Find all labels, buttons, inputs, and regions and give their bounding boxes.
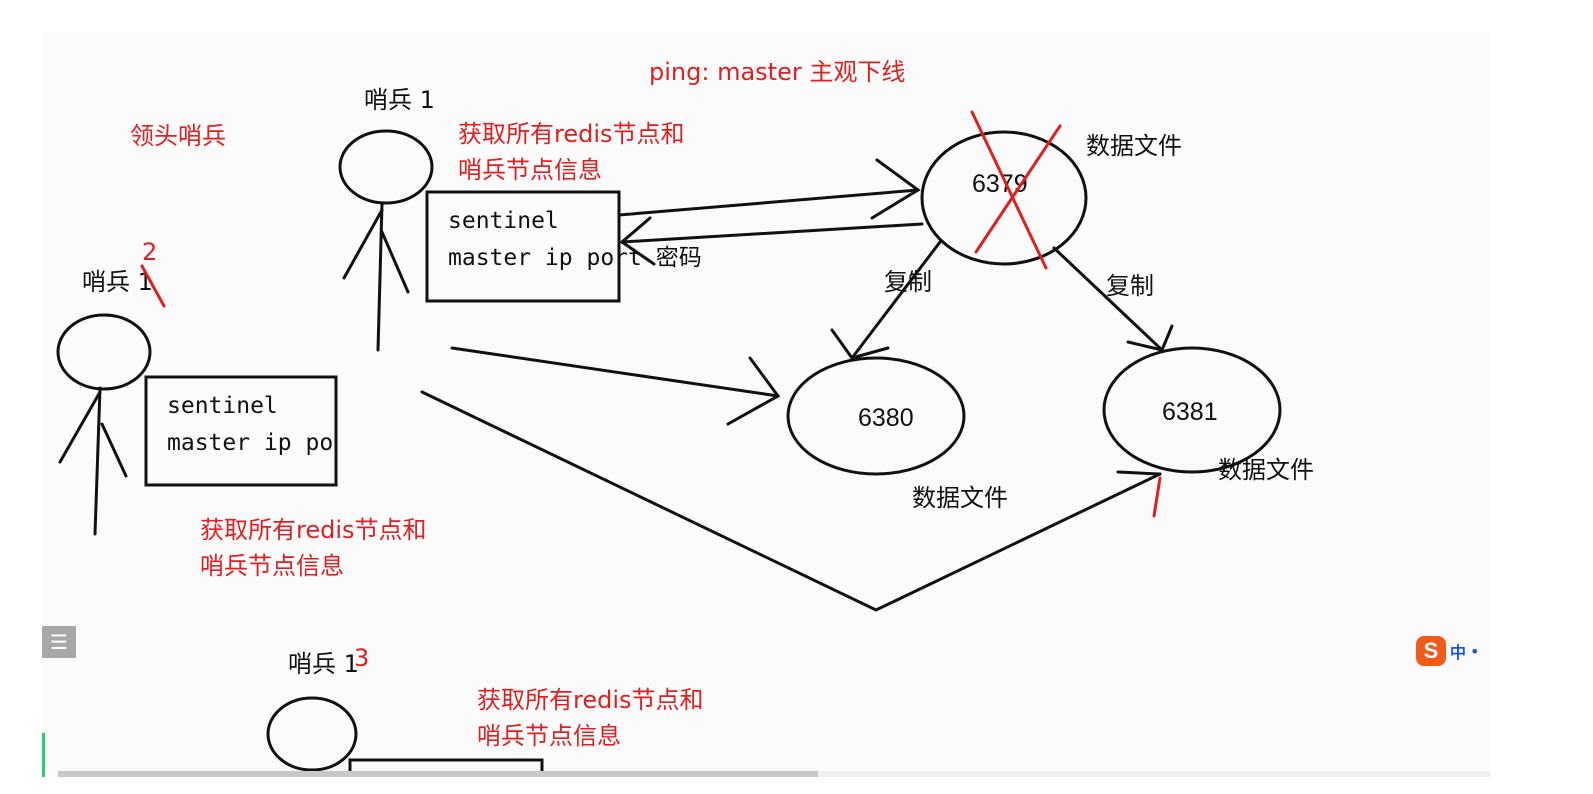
sentinel-left-head — [56, 313, 152, 391]
sentinel-left-box-line2: master ip po — [167, 430, 333, 456]
outline-toggle-button[interactable]: ☰ — [42, 626, 76, 658]
sentinel-top-config-box — [425, 190, 621, 303]
red-mark-6381 — [1152, 476, 1162, 518]
slave-6380-label: 6380 — [858, 404, 914, 432]
sentinel-left-label: 哨兵 1 — [82, 268, 153, 296]
slave-6381-label: 6381 — [1162, 398, 1218, 426]
arrowhead-to-master — [870, 158, 921, 220]
fetch-info-top-line1: 获取所有redis节点和 — [458, 120, 685, 148]
sentinel-left-arm-left — [58, 390, 102, 464]
data-file-master: 数据文件 — [1086, 132, 1182, 160]
sentinel-top-arm-right — [380, 230, 410, 294]
arrow-sentinel-to-6381 — [420, 390, 1162, 612]
ime-language-toggle[interactable]: 中 — [1450, 643, 1467, 662]
sentinel-top-label: 哨兵 1 — [364, 86, 435, 114]
slave-6380-circle — [786, 356, 966, 476]
diagram: 领头哨兵 ping: master 主观下线 哨兵 1 获取所有redis节点和… — [56, 58, 1314, 777]
replicate-label-right: 复制 — [1106, 272, 1154, 300]
master-node: 6379 — [920, 110, 1088, 270]
sogou-ime-icon[interactable]: S — [1416, 636, 1446, 666]
sentinel-left-figure: 哨兵 1 2 — [56, 238, 166, 536]
slave-6381-circle — [1102, 346, 1282, 474]
replicate-arrow-6381 — [1052, 246, 1164, 352]
sentinel-bottom-number: 3 — [354, 644, 369, 672]
sentinel-top-box-line1: sentinel — [448, 208, 559, 234]
sentinel-left-number: 2 — [142, 238, 157, 266]
data-file-6381: 数据文件 — [1218, 456, 1314, 484]
sentinel-left-body — [93, 386, 102, 536]
sentinel-top-figure: 哨兵 1 — [338, 86, 435, 352]
sentinel-top-box-line2: master ip port 密码 — [448, 245, 702, 271]
master-node-circle — [920, 130, 1088, 266]
sentinel-top-body — [376, 202, 384, 352]
master-down-cross-a — [970, 110, 1048, 270]
replicate-label-left: 复制 — [884, 268, 932, 296]
data-file-6380: 数据文件 — [912, 484, 1008, 512]
sentinel-top-head — [338, 129, 434, 205]
replicate-arrow-6380 — [850, 240, 942, 360]
arrowhead-to-6381 — [1116, 470, 1162, 476]
sentinel-bottom-label: 哨兵 1 — [288, 650, 359, 678]
fetch-info-top-line2: 哨兵节点信息 — [458, 156, 602, 184]
fetch-info-bottom-line2: 哨兵节点信息 — [477, 722, 621, 750]
replicate-arrowhead-6380 — [830, 328, 890, 360]
ping-master-label: ping: master 主观下线 — [649, 58, 905, 86]
sentinel-left-config-box — [144, 375, 338, 487]
leader-sentinel-label: 领头哨兵 — [130, 122, 226, 150]
arrow-master-to-box — [620, 222, 924, 244]
sentinel-left-box-line1: sentinel — [167, 393, 278, 419]
arrowhead-to-box — [619, 216, 656, 266]
horizontal-scrollbar-thumb[interactable] — [58, 771, 818, 777]
arrowhead-to-6380 — [726, 356, 781, 426]
fetch-info-left-line1: 获取所有redis节点和 — [200, 516, 427, 544]
sentinel-top-arm-left — [342, 208, 384, 280]
sentinel-bottom-figure: 哨兵 1 3 — [266, 644, 369, 772]
master-down-cross-b — [974, 124, 1062, 254]
whiteboard-canvas: 领头哨兵 ping: master 主观下线 哨兵 1 获取所有redis节点和… — [42, 32, 1490, 777]
list-icon: ☰ — [50, 630, 68, 654]
arrow-sentinel-to-6380 — [450, 346, 780, 398]
master-node-label: 6379 — [972, 170, 1028, 198]
sentinel-left-arm-right — [100, 422, 128, 478]
sentinel-bottom-head — [266, 696, 358, 772]
ime-toolbar[interactable]: S 中 • — [1416, 636, 1490, 666]
fetch-info-bottom-line1: 获取所有redis节点和 — [477, 686, 704, 714]
sentinel-left-box-clip: sentinel master ip po — [167, 393, 333, 456]
arrow-box-to-master — [617, 188, 920, 217]
text-caret — [42, 733, 45, 777]
fetch-info-left-line2: 哨兵节点信息 — [200, 552, 344, 580]
sentinel-left-strike — [140, 264, 166, 308]
ime-punctuation-icon[interactable]: • — [1470, 641, 1480, 661]
